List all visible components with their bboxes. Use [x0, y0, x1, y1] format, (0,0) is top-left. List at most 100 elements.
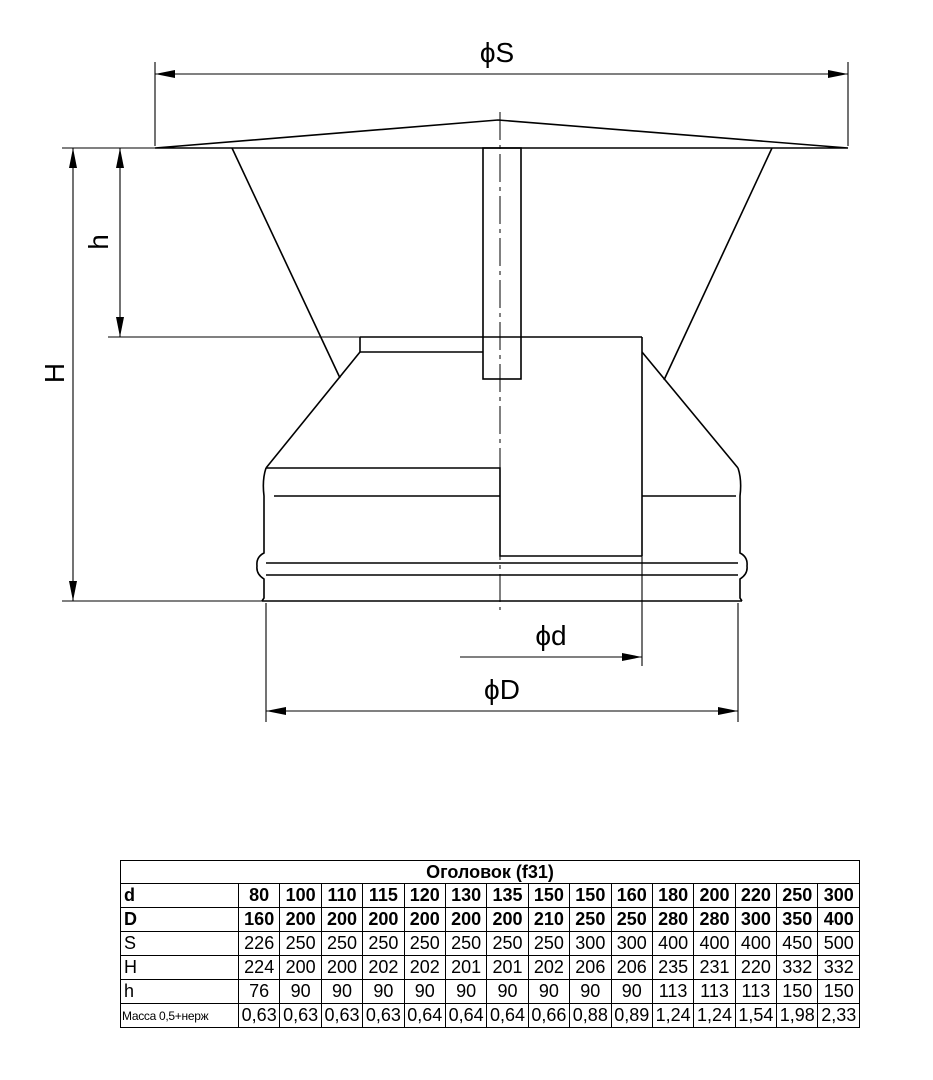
table-cell: 160	[237, 907, 281, 932]
table-cell: 1,54	[734, 1003, 778, 1028]
table-cell: 201	[444, 955, 488, 980]
table-cell: 0,63	[279, 1003, 322, 1028]
cap-outline	[154, 119, 849, 602]
table-cell: 76	[237, 979, 281, 1004]
cone-left	[265, 351, 361, 469]
stand-leg-right	[663, 147, 773, 381]
table-cell: 90	[527, 979, 571, 1004]
table-cell: 0,64	[444, 1003, 488, 1028]
table-cell: 220	[734, 955, 778, 980]
dimension-labels: ϕS H h ϕd ϕD	[39, 37, 567, 705]
table-cell: 250	[320, 931, 364, 956]
table-cell: 332	[817, 955, 860, 980]
table-cell: 110	[320, 883, 364, 908]
table-cell: 280	[651, 907, 695, 932]
table-cell: 180	[651, 883, 695, 908]
table-cell: 0,88	[569, 1003, 612, 1028]
table-cell: 0,63	[362, 1003, 405, 1028]
table-cell: 200	[320, 907, 364, 932]
table-cell: 400	[817, 907, 860, 932]
umbrella-top	[154, 119, 849, 149]
table-cell: 450	[776, 931, 819, 956]
table-cell: 200	[444, 907, 488, 932]
label-small-h: h	[83, 234, 114, 250]
table-cell: 90	[569, 979, 612, 1004]
table-cell: 300	[610, 931, 653, 956]
table-cell: 90	[444, 979, 488, 1004]
table-cell: 160	[610, 883, 653, 908]
table-cell: 80	[237, 883, 281, 908]
table-cell: 0,64	[403, 1003, 446, 1028]
table-cell: 250	[569, 907, 612, 932]
table-cell: 332	[776, 955, 819, 980]
table-cell: 200	[362, 907, 405, 932]
table-cell: 300	[569, 931, 612, 956]
table-cell: 224	[237, 955, 281, 980]
table-cell: 200	[320, 955, 364, 980]
row-label: D	[120, 907, 239, 932]
label-s: ϕS	[480, 37, 514, 68]
body-side-right	[737, 467, 748, 602]
table-cell: 200	[279, 955, 322, 980]
table-cell: 90	[362, 979, 405, 1004]
table-cell: 500	[817, 931, 860, 956]
central-rod	[482, 147, 522, 380]
table-cell: 0,63	[320, 1003, 364, 1028]
table-cell: 90	[486, 979, 529, 1004]
table-cell: 120	[403, 883, 446, 908]
table-title: Оголовок (f31)	[120, 860, 860, 884]
table-cell: 206	[569, 955, 612, 980]
label-big-h: H	[39, 363, 70, 383]
inner-pipe-step	[266, 467, 642, 557]
table-cell: 90	[610, 979, 653, 1004]
table-cell: 113	[734, 979, 778, 1004]
table-cell: 250	[279, 931, 322, 956]
table-cell: 0,64	[486, 1003, 529, 1028]
table-cell: 2,33	[817, 1003, 860, 1028]
table-cell: 1,24	[693, 1003, 736, 1028]
table-cell: 250	[776, 883, 819, 908]
table-cell: 400	[693, 931, 736, 956]
table-cell: 100	[279, 883, 322, 908]
table-cell: 150	[527, 883, 571, 908]
table-cell: 226	[237, 931, 281, 956]
table-cell: 1,98	[776, 1003, 819, 1028]
table-cell: 200	[486, 907, 529, 932]
table-cell: 0,66	[527, 1003, 571, 1028]
table-cell: 231	[693, 955, 736, 980]
table-cell: 200	[693, 883, 736, 908]
row-label: d	[120, 883, 239, 908]
table-cell: 1,24	[651, 1003, 695, 1028]
table-cell: 0,63	[237, 1003, 281, 1028]
table-cell: 300	[817, 883, 860, 908]
table-cell: 113	[651, 979, 695, 1004]
table-cell: 280	[693, 907, 736, 932]
top-plate-left	[359, 337, 483, 353]
label-big-d: ϕD	[484, 674, 520, 705]
table-cell: 90	[320, 979, 364, 1004]
body-side-left	[256, 467, 267, 602]
table-cell: 210	[527, 907, 571, 932]
dimension-lines	[62, 62, 849, 722]
chimney-cap-drawing: ϕS H h ϕd ϕD	[39, 37, 849, 722]
table-cell: 250	[362, 931, 405, 956]
cone-right	[641, 351, 739, 469]
table-cell: 200	[279, 907, 322, 932]
table-cell: 113	[693, 979, 736, 1004]
table-cell: 250	[486, 931, 529, 956]
row-label: h	[120, 979, 239, 1004]
table-cell: 130	[444, 883, 488, 908]
table-cell: 135	[486, 883, 529, 908]
table-cell: 250	[527, 931, 571, 956]
table-cell: 200	[403, 907, 446, 932]
table-cell: 300	[734, 907, 778, 932]
table-cell: 250	[403, 931, 446, 956]
table-cell: 150	[569, 883, 612, 908]
table-cell: 400	[651, 931, 695, 956]
table-cell: 250	[444, 931, 488, 956]
